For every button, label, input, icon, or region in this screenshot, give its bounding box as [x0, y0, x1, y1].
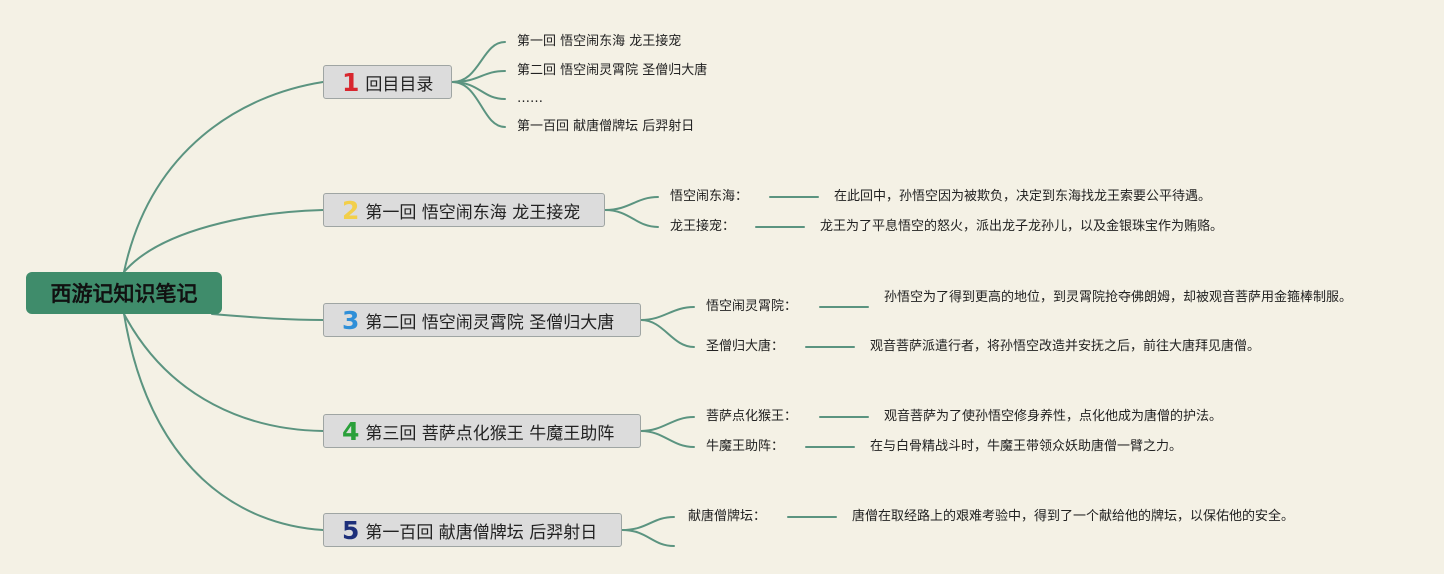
branch-2-desc-2[interactable]: 龙王为了平息悟空的怒火，派出龙子龙孙儿，以及金银珠宝作为贿赂。 [820, 219, 1224, 234]
branch-3-term-1[interactable]: 悟空闹灵霄院： [706, 299, 798, 314]
link-b3-item-2 [640, 319, 695, 348]
branch-3-node[interactable]: 3 第二回 悟空闹灵霄院 圣僧归大唐 [323, 303, 641, 337]
branch-5-desc-1[interactable]: 唐僧在取经路上的艰难考验中，得到了一个献给他的牌坛，以保佑他的安全。 [852, 509, 1295, 524]
branch-5-label: 第一百回 献唐僧牌坛 后羿射日 [365, 522, 598, 543]
link-root-branch-5 [123, 313, 324, 531]
branch-4-term-2[interactable]: 牛魔王助阵： [706, 439, 785, 454]
root-node[interactable]: 西游记知识笔记 [26, 272, 222, 314]
link-b2-item-1 [604, 196, 659, 211]
branch-1-label: 回目目录 [365, 74, 434, 95]
branch-5-number: 5 [342, 515, 360, 545]
branch-4-node[interactable]: 4 第三回 菩萨点化猴王 牛魔王助阵 [323, 414, 641, 448]
branch-2-desc-1[interactable]: 在此回中，孙悟空因为被欺负，决定到东海找龙王索要公平待遇。 [834, 189, 1212, 204]
link-root-branch-2 [123, 209, 324, 273]
link-root-branch-3 [211, 313, 324, 321]
branch-3-number: 3 [342, 305, 360, 335]
branch-4-desc-1[interactable]: 观音菩萨为了使孙悟空修身养性，点化他成为唐僧的护法。 [884, 409, 1223, 424]
link-b1-item-1 [451, 41, 506, 83]
branch-5-term-1[interactable]: 献唐僧牌坛： [688, 509, 767, 524]
branch-1-number: 1 [342, 67, 360, 97]
link-b3-item-1 [640, 306, 695, 321]
root-label: 西游记知识笔记 [50, 282, 198, 306]
link-b2-item-2 [604, 209, 659, 228]
branch-2-term-1[interactable]: 悟空闹东海： [670, 189, 749, 204]
link-root-branch-1 [123, 81, 324, 273]
branch-2-label: 第一回 悟空闹东海 龙王接宠 [365, 202, 581, 223]
branch-1-node[interactable]: 1 回目目录 [323, 65, 452, 99]
branch-3-term-2[interactable]: 圣僧归大唐： [706, 339, 785, 354]
branch-2-term-2[interactable]: 龙王接宠： [670, 219, 736, 234]
link-b5-item-2 [621, 529, 675, 547]
branch-1-item-1[interactable]: 第一回 悟空闹东海 龙王接宠 [517, 34, 682, 49]
link-b5-item-1 [621, 516, 675, 531]
branch-2-node[interactable]: 2 第一回 悟空闹东海 龙王接宠 [323, 193, 605, 227]
link-b4-item-2 [640, 430, 695, 448]
branch-5-node[interactable]: 5 第一百回 献唐僧牌坛 后羿射日 [323, 513, 622, 547]
branch-1-item-2[interactable]: 第二回 悟空闹灵霄院 圣僧归大唐 [517, 63, 708, 78]
link-b4-item-1 [640, 416, 695, 432]
branch-4-number: 4 [342, 416, 360, 446]
branch-4-desc-2[interactable]: 在与白骨精战斗时，牛魔王带领众妖助唐僧一臂之力。 [870, 439, 1183, 454]
branch-2-number: 2 [342, 195, 360, 225]
branch-3-desc-2[interactable]: 观音菩萨派遣行者，将孙悟空改造并安抚之后，前往大唐拜见唐僧。 [870, 339, 1261, 354]
branch-4-label: 第三回 菩萨点化猴王 牛魔王助阵 [365, 423, 615, 444]
branch-1-item-3[interactable]: …… [517, 91, 543, 106]
branch-4-term-1[interactable]: 菩萨点化猴王： [706, 409, 798, 424]
link-root-branch-4 [123, 313, 324, 432]
branch-1-item-4[interactable]: 第一百回 献唐僧牌坛 后羿射日 [517, 119, 695, 134]
branch-3-label: 第二回 悟空闹灵霄院 圣僧归大唐 [365, 312, 615, 333]
link-b1-item-3 [451, 81, 506, 100]
link-b1-item-4 [451, 81, 506, 128]
branch-3-desc-1[interactable]: 孙悟空为了得到更高的地位，到灵霄院抢夺佛朗姆，却被观音菩萨用金箍棒制服。 [884, 290, 1353, 305]
